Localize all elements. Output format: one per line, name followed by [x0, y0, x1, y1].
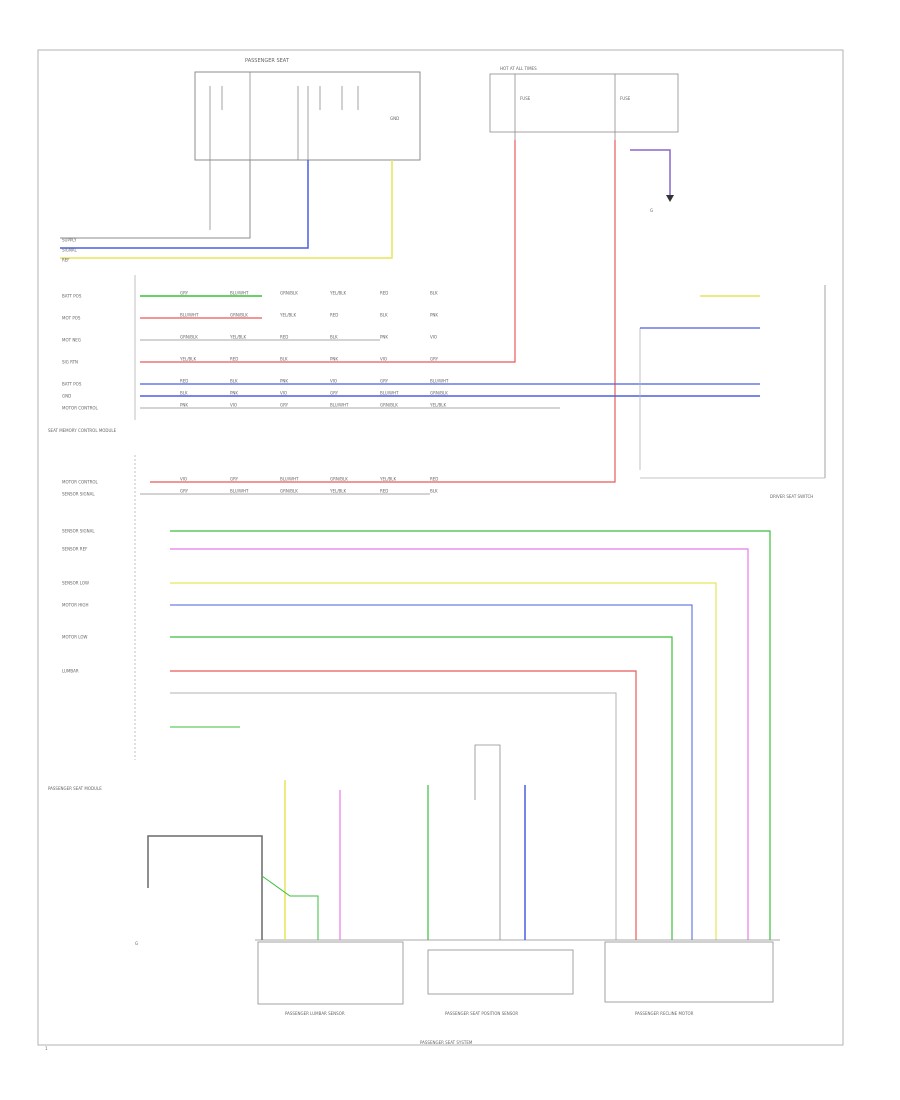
wire-code: GRY — [380, 379, 389, 384]
wire-code: RED — [380, 291, 388, 296]
pin-label: MOTOR CONTROL — [62, 406, 99, 411]
wire-code: YEL/BLK — [179, 357, 197, 362]
wire-code: VIO — [180, 477, 187, 482]
wire-code: BLU/WHT — [430, 379, 449, 384]
wire-code: YEL/BLK — [329, 489, 347, 494]
wire-code: PNK — [430, 313, 438, 318]
pin-label: SIG RTN — [62, 360, 78, 365]
wire-code: BLK — [180, 391, 188, 396]
wire-code: BLK — [280, 357, 288, 362]
top-connector: PASSENGER SEAT GND — [194, 58, 421, 161]
wire-code: GRN/BLK — [330, 477, 348, 482]
left-module-label: PASSENGER SEAT MODULE — [48, 786, 102, 791]
pin-label: REF — [62, 258, 70, 263]
wire-code: VIO — [230, 403, 237, 408]
wire-code: PNK — [380, 335, 388, 340]
wire-code: GRN/BLK — [280, 489, 298, 494]
pin-label: MOTOR CONTROL — [62, 480, 99, 485]
wire-code: GRN/BLK — [380, 403, 398, 408]
wire-code: RED — [230, 357, 238, 362]
sensor-3-label: PASSENGER RECLINE MOTOR — [635, 1011, 694, 1016]
wire-code: BLU/WHT — [230, 291, 249, 296]
seat-control-label: SEAT MEMORY CONTROL MODULE — [48, 428, 117, 433]
pin-label: SIGNAL — [62, 248, 78, 253]
pin-label: SENSOR LOW — [62, 581, 89, 586]
wire-code: BLK — [230, 379, 238, 384]
wire-code: YEL/BLK — [379, 477, 397, 482]
pin-label: GND — [62, 394, 71, 399]
wire-code: PNK — [330, 357, 338, 362]
wire-code: VIO — [380, 357, 387, 362]
wire-code: GRN/BLK — [280, 291, 298, 296]
sensor-2-label: PASSENGER SEAT POSITION SENSOR — [445, 1011, 518, 1016]
wire-code: YEL/BLK — [329, 291, 347, 296]
sensor-1-label: PASSENGER LUMBAR SENSOR — [285, 1011, 345, 1016]
wire-code: YEL/BLK — [229, 335, 247, 340]
wire-code: GRY — [280, 403, 289, 408]
wire-code: GRY — [430, 357, 439, 362]
wire-code: RED — [380, 489, 388, 494]
hot-at-all-times-label: HOT AT ALL TIMES — [500, 66, 537, 71]
wire-code: BLU/WHT — [330, 403, 349, 408]
pin-label: BATT POS — [62, 382, 82, 387]
diagram-frame — [37, 49, 844, 1046]
pin-label: SENSOR REF — [62, 547, 88, 552]
pin-label: MOTOR LOW — [62, 635, 87, 640]
fuse-block: HOT AT ALL TIMES FUSE FUSE — [489, 66, 679, 140]
pin-label: SENSOR SIGNAL — [62, 529, 95, 534]
wire-code: BLU/WHT — [280, 477, 299, 482]
wire-code: GRY — [230, 477, 239, 482]
bottom-title: PASSENGER SEAT SYSTEM — [420, 1040, 473, 1045]
pin-label: MOT POS — [62, 316, 81, 321]
wire-code: GRY — [180, 291, 189, 296]
wire-code: RED — [280, 335, 288, 340]
wire-code: BLU/WHT — [380, 391, 399, 396]
wire-code: BLK — [430, 291, 438, 296]
wire-code: YEL/BLK — [279, 313, 297, 318]
wire-code: RED — [330, 313, 338, 318]
top-connector-label: PASSENGER SEAT — [245, 58, 290, 64]
wire-code: VIO — [280, 391, 287, 396]
fuse-label-1: FUSE — [520, 96, 531, 101]
driver-switch-label: DRIVER SEAT SWITCH — [770, 494, 813, 499]
wire-code: RED — [180, 379, 188, 384]
wire-code: BLK — [330, 335, 338, 340]
top-connector-gnd: GND — [390, 116, 399, 121]
wire-code: PNK — [280, 379, 288, 384]
wire-code: RED — [430, 477, 438, 482]
pin-label: BATT POS — [62, 294, 82, 299]
wire-code: BLU/WHT — [180, 313, 199, 318]
wire-code: PNK — [230, 391, 238, 396]
wire-code: BLK — [380, 313, 388, 318]
driver-seat-switch: DRIVER SEAT SWITCH — [639, 285, 826, 499]
pin-label: MOT NEG — [62, 338, 81, 343]
wire-code: BLU/WHT — [230, 489, 249, 494]
wire-code: PNK — [180, 403, 188, 408]
pin-label: LUMBAR — [62, 669, 79, 674]
wire-code: GRN/BLK — [430, 391, 448, 396]
wire-code: GRN/BLK — [230, 313, 248, 318]
ground-label-2: G — [135, 941, 138, 946]
wire-code: VIO — [430, 335, 437, 340]
pin-label: SENSOR SIGNAL — [62, 492, 95, 497]
ground-label: G — [650, 208, 653, 213]
fuse-label-2: FUSE — [620, 96, 631, 101]
wire-code: GRY — [330, 391, 339, 396]
wire-code: GRN/BLK — [180, 335, 198, 340]
wire-code: YEL/BLK — [429, 403, 447, 408]
page-code: 1 — [45, 1046, 48, 1051]
pin-label: SUPPLY — [62, 238, 77, 243]
wire-code: BLK — [430, 489, 438, 494]
wire-code: GRY — [180, 489, 189, 494]
wire-code: VIO — [330, 379, 337, 384]
pin-label: MOTOR HIGH — [62, 603, 89, 608]
